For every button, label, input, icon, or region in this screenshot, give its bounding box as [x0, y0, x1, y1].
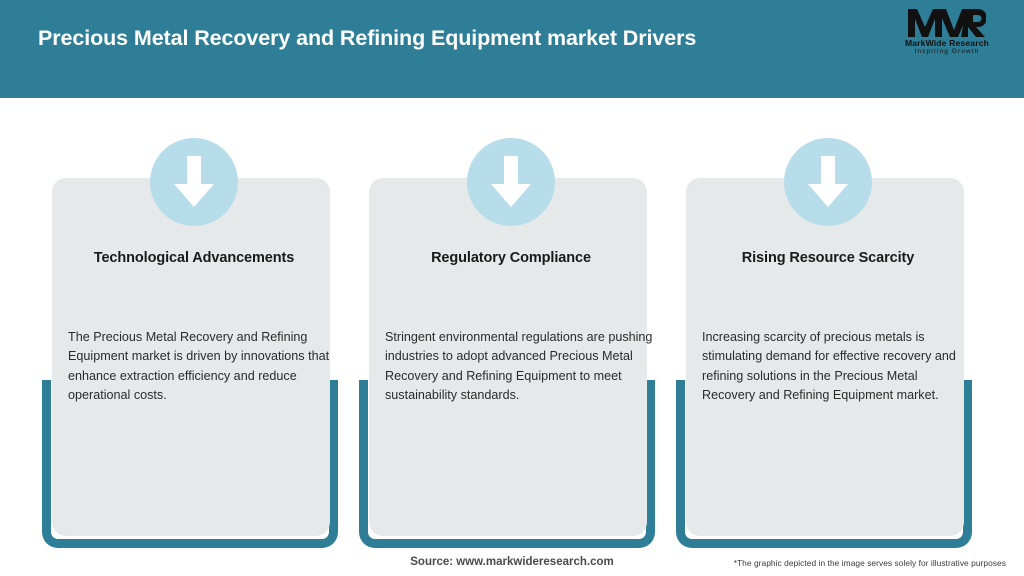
card-bracket — [359, 380, 655, 548]
footer-disclaimer: *The graphic depicted in the image serve… — [733, 558, 1006, 568]
down-arrow-icon — [467, 138, 555, 226]
driver-card-3[interactable]: Rising Resource Scarcity Increasing scar… — [658, 0, 998, 576]
card-bracket — [42, 380, 338, 548]
page-title: Precious Metal Recovery and Refining Equ… — [38, 26, 697, 50]
logo-tagline: Inspiring Growth — [914, 47, 980, 55]
header-bar — [0, 0, 1024, 98]
card-panel — [686, 178, 964, 536]
logo-company-name: MarkWide Research — [904, 38, 990, 48]
brand-logo: MarkWide Research Inspiring Growth — [888, 8, 1006, 64]
card-body: Stringent environmental regulations are … — [385, 330, 653, 402]
card-body: Increasing scarcity of precious metals i… — [702, 330, 956, 402]
card-title: Rising Resource Scarcity — [741, 250, 915, 266]
logo-mark-icon — [888, 8, 1006, 38]
card-bracket — [676, 380, 972, 548]
driver-card-2[interactable]: Regulatory Compliance Stringent environm… — [341, 0, 681, 576]
card-panel — [52, 178, 330, 536]
down-arrow-icon — [150, 138, 238, 226]
card-panel — [369, 178, 647, 536]
driver-card-1[interactable]: Technological Advancements The Precious … — [24, 0, 364, 576]
card-title: Regulatory Compliance — [431, 250, 591, 266]
card-title: Technological Advancements — [93, 250, 295, 266]
footer-source: Source: www.markwideresearch.com — [410, 556, 614, 568]
card-body: The Precious Metal Recovery and Refining… — [68, 330, 330, 402]
down-arrow-icon — [784, 138, 872, 226]
